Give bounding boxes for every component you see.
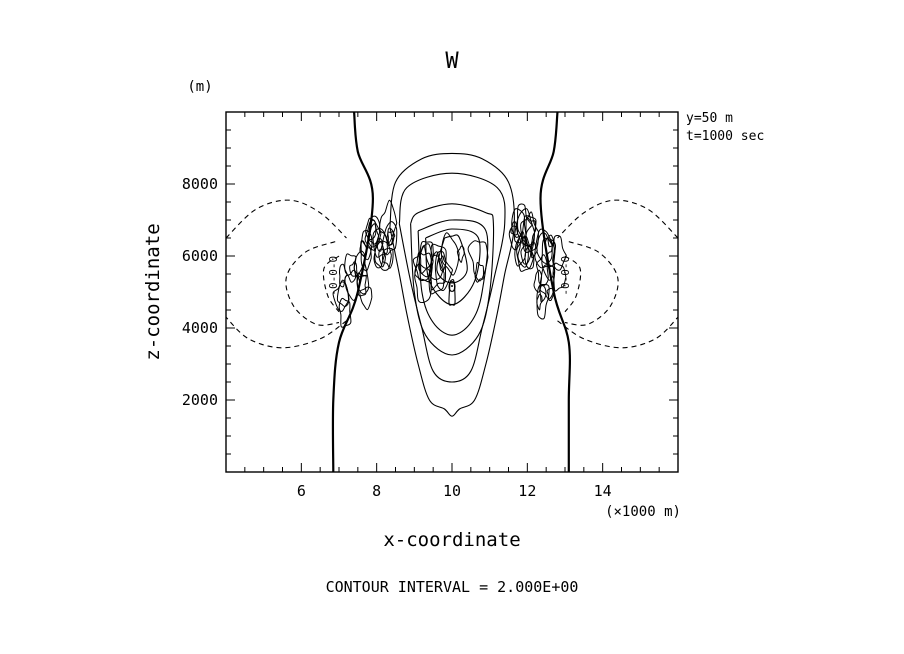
x-axis-label: x-coordinate <box>383 529 520 551</box>
x-axis-unit: (×1000 m) <box>605 504 681 520</box>
chart-title: W <box>445 49 459 74</box>
noisy-contour-2-12 <box>552 235 567 271</box>
noisy-contour-3-11 <box>516 235 535 272</box>
annotation-t: t=1000 sec <box>686 129 764 144</box>
noisy-contour-0-10 <box>338 297 352 328</box>
noisy-contour-0-12 <box>344 269 361 301</box>
contour-positive-0 <box>389 152 515 417</box>
noisy-contour-3-7 <box>510 221 519 236</box>
contour-negative-1 <box>226 316 347 349</box>
noisy-contour-3-13 <box>511 208 527 239</box>
contour-interval-label: CONTOUR INTERVAL = 2.000E+00 <box>326 578 579 596</box>
noisy-contour-1-12 <box>379 199 398 243</box>
noisy-contour-2-10 <box>536 283 550 320</box>
noisy-contour-0-7 <box>344 253 357 283</box>
noisy-contour-2-2 <box>544 238 553 255</box>
noisy-contour-1-1 <box>387 227 396 247</box>
contour-negative-6 <box>564 241 619 326</box>
side-contour-label-0: -0-0-0 <box>327 256 340 296</box>
y-tick-label: 4000 <box>182 319 218 337</box>
x-tick-label: 14 <box>594 482 612 500</box>
noisy-contour-1-4 <box>382 247 394 269</box>
noisy-contour-4-3 <box>434 250 454 292</box>
contour-positive-5 <box>436 234 468 284</box>
y-axis-label: z-coordinate <box>142 223 164 360</box>
contour-negative-5 <box>557 316 678 349</box>
contour-negative-0 <box>226 199 347 239</box>
x-tick-label: 8 <box>372 482 381 500</box>
axis-ticks: 6 8 10 12 14 2000 4000 6000 8000 <box>182 111 679 500</box>
noisy-contour-4-13 <box>414 251 433 283</box>
y-tick-label: 2000 <box>182 391 218 409</box>
x-tick-label: 6 <box>297 482 306 500</box>
annotation-y: y=50 m <box>686 111 733 126</box>
noisy-contour-2-13 <box>539 285 547 303</box>
contour-negative-4 <box>557 199 678 239</box>
noisy-contour-1-13 <box>386 231 395 246</box>
y-axis-unit: (m) <box>187 79 212 95</box>
x-tick-label: 12 <box>518 482 536 500</box>
y-tick-label: 8000 <box>182 175 218 193</box>
noisy-contour-4-5 <box>441 232 460 276</box>
noisy-contour-4-7 <box>467 240 489 282</box>
noisy-contour-4-11 <box>414 263 432 304</box>
noisy-contour-3-0 <box>508 225 521 251</box>
noisy-contour-1-10 <box>373 240 386 269</box>
noisy-contour-4-4 <box>456 245 465 263</box>
noisy-contour-3-8 <box>520 211 539 253</box>
noisy-contour-1-11 <box>376 237 384 252</box>
contour-positive-6 <box>448 279 456 306</box>
x-tick-label: 10 <box>443 482 461 500</box>
side-contour-label-1: -0-0-0 <box>559 256 572 296</box>
noisy-contour-3-12 <box>517 203 533 245</box>
contour-lines: 0 -0-0-0 -0-0-0 <box>226 112 678 472</box>
noisy-contour-4-1 <box>474 261 484 283</box>
contour-negative-7 <box>564 255 582 313</box>
contour-positive-3 <box>417 219 489 336</box>
noisy-contour-0-11 <box>360 240 372 272</box>
center-contour-label: 0 <box>447 278 456 296</box>
noisy-contour-2-6 <box>546 287 555 302</box>
noisy-contour-2-8 <box>535 254 549 287</box>
noisy-contour-1-9 <box>365 217 377 240</box>
noisy-contour-3-6 <box>514 231 527 267</box>
noisy-contour-2-4 <box>541 237 557 281</box>
noisy-contour-2-1 <box>552 262 567 292</box>
noisy-contour-4-12 <box>418 243 434 278</box>
noisy-contour-4-9 <box>438 255 447 272</box>
noisy-contour-3-10 <box>521 215 537 253</box>
noisy-contour-1-0 <box>381 221 398 256</box>
noisy-contour-2-11 <box>534 228 556 269</box>
contour-positive-2 <box>410 203 495 356</box>
noisy-contour-4-10 <box>430 243 447 291</box>
contour-negative-3 <box>322 255 340 313</box>
y-tick-label: 6000 <box>182 247 218 265</box>
contour-negative-2 <box>285 241 340 326</box>
